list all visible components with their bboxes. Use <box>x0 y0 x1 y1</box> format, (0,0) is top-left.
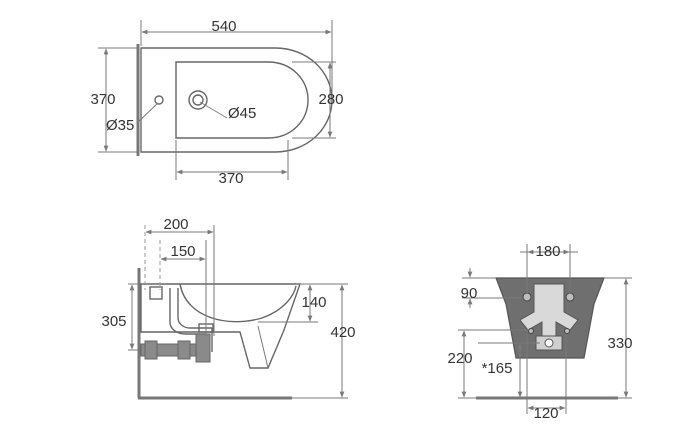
dim-220-label: 220 <box>447 350 472 367</box>
front-fixing-hole-left <box>522 292 532 302</box>
fixing-bracket <box>149 286 163 300</box>
side-view: 200 150 305 140 420 <box>101 216 356 400</box>
dim-height-label: 370 <box>90 91 115 108</box>
bowl-curve <box>179 283 297 323</box>
top-view: 540 370 280 370 Ø45 Ø35 <box>90 18 343 187</box>
dim-120-label: 120 <box>533 405 558 422</box>
dim-width-label: 540 <box>211 18 236 35</box>
waste-trap <box>169 288 207 352</box>
front-fixing-hole-right <box>565 292 575 302</box>
leader-fixing-hole <box>137 102 159 123</box>
dim-420-label: 420 <box>330 324 355 341</box>
tap-hole-label: Ø45 <box>228 105 256 122</box>
fixing-hole <box>154 95 164 105</box>
dim-basin-height-label: 280 <box>318 91 343 108</box>
dim-165-label: *165 <box>482 360 513 377</box>
dim-90-label: 90 <box>461 285 478 302</box>
leader-tap-hole <box>199 101 228 119</box>
bidet-side-outline <box>140 283 301 369</box>
basin-top-outline <box>175 61 309 139</box>
tap-hole-outer <box>188 90 208 110</box>
dim-330-label: 330 <box>607 335 632 352</box>
bidet-top-outline <box>140 47 333 153</box>
dim-150-label: 150 <box>170 243 195 260</box>
tap-hole-inner <box>192 94 204 106</box>
dim-305-label: 305 <box>101 313 126 330</box>
dim-basin-width-label: 370 <box>218 170 243 187</box>
dim-200-label: 200 <box>163 216 188 233</box>
front-view: 180 90 330 220 *165 120 <box>447 243 632 422</box>
fixing-hole-label: Ø35 <box>106 117 134 134</box>
dim-180-label: 180 <box>535 243 560 260</box>
dim-140-label: 140 <box>301 294 326 311</box>
